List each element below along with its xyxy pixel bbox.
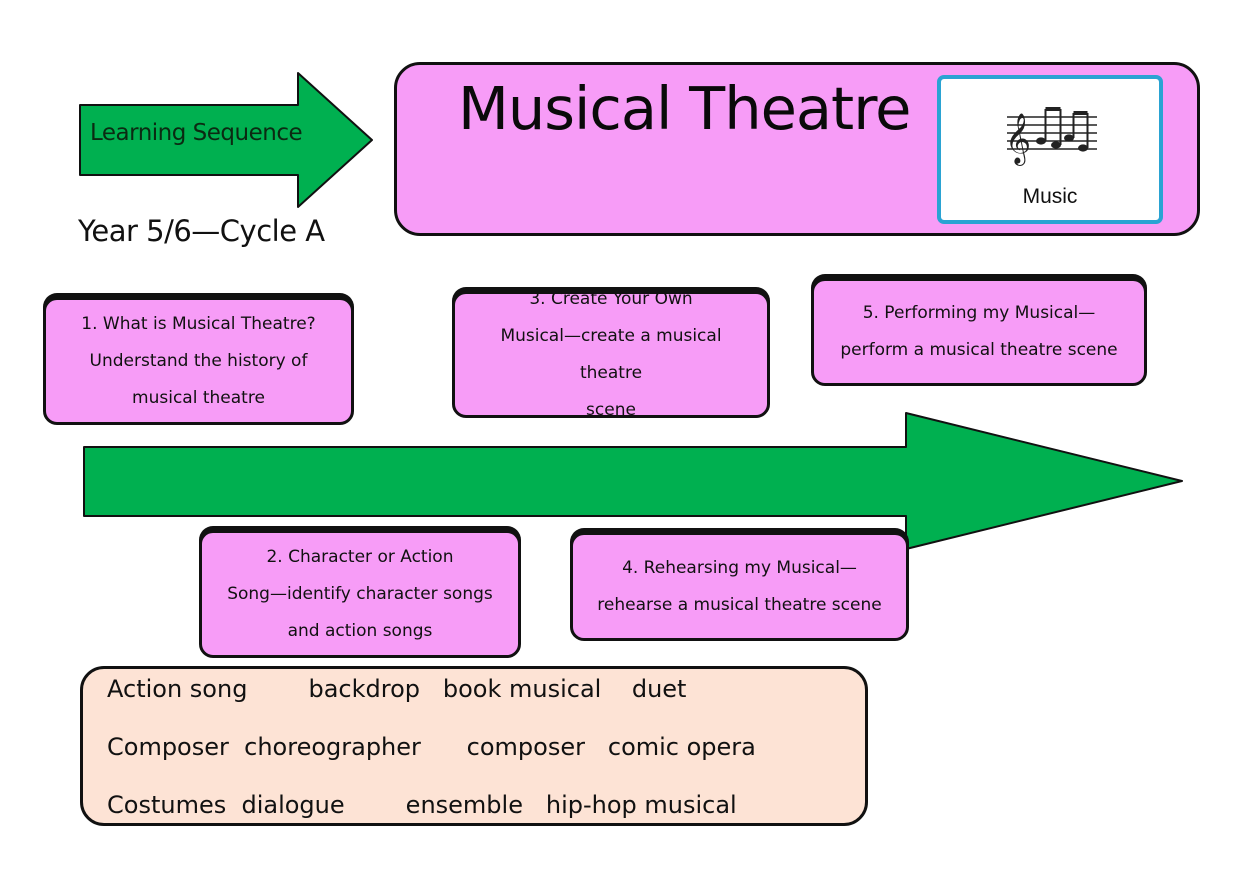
step-card-4: 4. Rehearsing my Musical— rehearse a mus…	[570, 532, 909, 641]
step-1-line-1: 1. What is Musical Theatre?	[81, 313, 316, 334]
page-title: Musical Theatre	[458, 74, 911, 143]
step-2-line-2: Song—identify character songs	[227, 583, 493, 604]
vocab-row-2: Composer choreographer composer comic op…	[107, 733, 756, 761]
subject-label: Music	[1022, 185, 1078, 208]
step-card-2: 2. Character or Action Song—identify cha…	[199, 530, 521, 658]
step-4-line-2: rehearse a musical theatre scene	[597, 594, 882, 615]
svg-text:𝄞: 𝄞	[1005, 113, 1031, 166]
step-card-5: 5. Performing my Musical— perform a musi…	[811, 278, 1147, 386]
step-2-line-1: 2. Character or Action	[266, 546, 454, 567]
year-cycle-label: Year 5/6—Cycle A	[78, 214, 325, 248]
step-5-line-2: perform a musical theatre scene	[840, 340, 1118, 360]
step-card-3: 3. Create Your Own Musical—create a musi…	[452, 289, 770, 420]
subject-card: 𝄞 Music	[937, 75, 1163, 224]
step-3-line-3: scene	[586, 399, 636, 420]
music-notes-icon: 𝄞	[1005, 107, 1097, 166]
vocabulary-box: Action song backdrop book musical duet C…	[80, 666, 868, 826]
learning-sequence-label: Learning Sequence	[90, 120, 303, 146]
step-4-line-1: 4. Rehearsing my Musical—	[622, 557, 857, 578]
step-3-line-2: Musical—create a musical theatre	[500, 325, 722, 383]
step-1-line-3: musical theatre	[132, 387, 265, 408]
vocab-row-3: Costumes dialogue ensemble hip-hop music…	[107, 791, 737, 819]
timeline-arrow	[83, 412, 1183, 550]
step-1-line-2: Understand the history of	[89, 350, 308, 371]
step-3-line-1: 3. Create Your Own	[529, 288, 693, 309]
vocab-row-1: Action song backdrop book musical duet	[107, 675, 687, 703]
step-card-1: 1. What is Musical Theatre? Understand t…	[43, 297, 354, 425]
step-5-line-1: 5. Performing my Musical—	[862, 303, 1096, 323]
step-2-line-3: and action songs	[287, 620, 433, 641]
